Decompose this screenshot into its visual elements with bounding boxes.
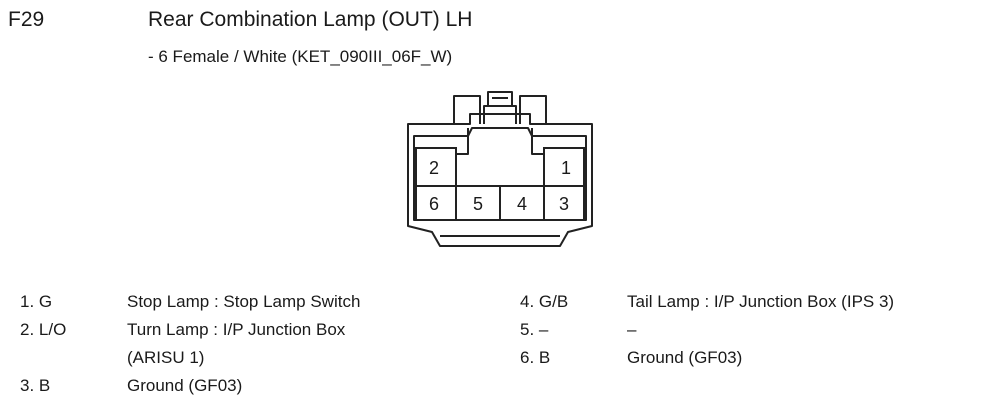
connector-key — [455, 128, 545, 187]
connector-face-diagram: 2 1 6 5 4 3 — [407, 91, 593, 247]
pin-list-right: 4. G/B Tail Lamp : I/P Junction Box (IPS… — [520, 288, 980, 372]
pin-number: 1. G — [20, 292, 53, 311]
pin-description-line: (ARISU 1) — [127, 348, 205, 367]
pin-row: 3. B Ground (GF03) — [20, 372, 490, 400]
pin-row: 5. – – — [520, 316, 980, 344]
cavity-label-1: 1 — [561, 158, 571, 178]
pin-description: Stop Lamp : Stop Lamp Switch — [127, 288, 360, 316]
pin-description: Ground (GF03) — [127, 372, 242, 400]
pin-description-line: – — [627, 320, 637, 339]
pin-number: 4. G/B — [520, 292, 569, 311]
pin-description-line: Stop Lamp : Stop Lamp Switch — [127, 292, 361, 311]
connector-code: F29 — [8, 8, 45, 31]
cavity-label-2: 2 — [429, 158, 439, 178]
pin-row: 4. G/B Tail Lamp : I/P Junction Box (IPS… — [520, 288, 980, 316]
connector-title: Rear Combination Lamp (OUT) LH — [148, 8, 473, 31]
cavity-3 — [543, 185, 585, 221]
pin-number: 2. L/O — [20, 320, 67, 339]
pin-description: Ground (GF03) — [627, 344, 742, 372]
cavity-label-3: 3 — [559, 194, 569, 214]
connector-housing-outline — [407, 113, 593, 247]
connector-latch — [453, 95, 547, 124]
pin-row: 2. L/O Turn Lamp : I/P Junction Box (ARI… — [20, 316, 490, 372]
pin-description-line: Ground (GF03) — [627, 348, 743, 367]
pin-description-line: Tail Lamp : I/P Junction Box (IPS 3) — [627, 292, 895, 311]
pin-row: 6. B Ground (GF03) — [520, 344, 980, 372]
pin-description: – — [627, 316, 636, 344]
pin-number: 5. – — [520, 320, 549, 339]
pin-row: 1. G Stop Lamp : Stop Lamp Switch — [20, 288, 490, 316]
pin-description: Turn Lamp : I/P Junction Box (ARISU 1) — [127, 316, 345, 372]
pin-list-left: 1. G Stop Lamp : Stop Lamp Switch 2. L/O… — [20, 288, 490, 400]
pin-number: 3. B — [20, 376, 51, 395]
cavity-label-6: 6 — [429, 194, 439, 214]
pin-description-line: Ground (GF03) — [127, 376, 243, 395]
connector-latch-inner — [483, 91, 517, 124]
cavity-label-4: 4 — [517, 194, 527, 214]
cavity-label-5: 5 — [473, 194, 483, 214]
pin-number: 6. B — [520, 348, 551, 367]
pin-description-line: Turn Lamp : I/P Junction Box — [127, 320, 346, 339]
connector-subtitle: - 6 Female / White (KET_090III_06F_W) — [148, 47, 453, 66]
pin-description: Tail Lamp : I/P Junction Box (IPS 3) — [627, 288, 894, 316]
